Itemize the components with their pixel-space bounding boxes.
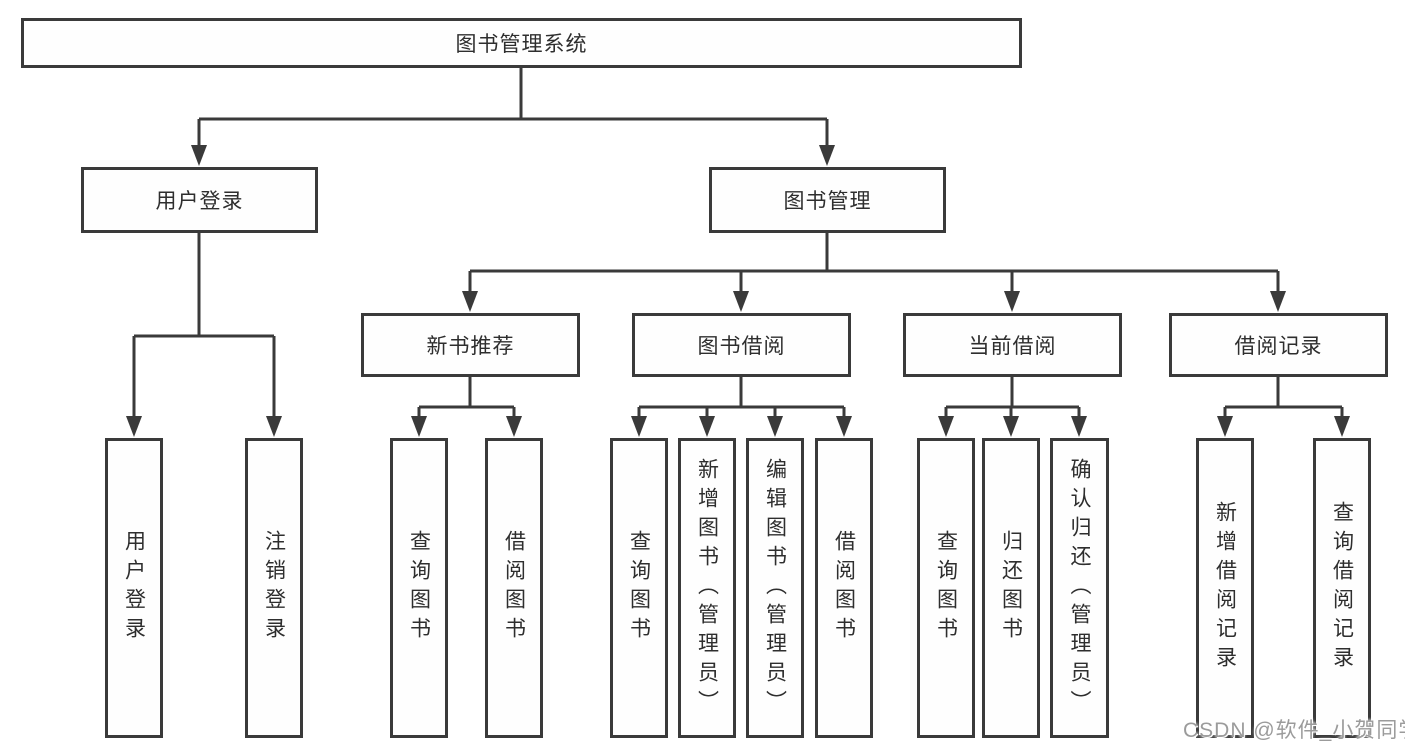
arrow-icon xyxy=(1270,291,1286,312)
arrow-icon xyxy=(1334,416,1350,437)
arrow-icon xyxy=(191,145,207,166)
node-label: 用户登录 xyxy=(155,190,244,213)
arrow-icon xyxy=(836,416,852,437)
leaf-add-books-admin: 新增图书（管理员） xyxy=(678,438,736,738)
node-label: 图书管理 xyxy=(783,190,872,213)
leaf-label: 查询图书 xyxy=(934,530,958,646)
node-label: 新书推荐 xyxy=(426,335,515,358)
leaf-label: 用户登录 xyxy=(122,530,146,646)
arrow-icon xyxy=(631,416,647,437)
leaf-query-books-borrowing: 查询图书 xyxy=(610,438,668,738)
tree-edges xyxy=(132,68,1344,433)
leaf-label: 新增图书（管理员） xyxy=(695,457,719,719)
arrow-icon xyxy=(506,416,522,437)
leaf-label: 确认归还（管理员） xyxy=(1068,457,1091,719)
node-current-borrowing: 当前借阅 xyxy=(903,313,1122,377)
leaf-user-login: 用户登录 xyxy=(105,438,163,738)
leaf-label: 查询图书 xyxy=(627,530,651,646)
arrow-icon xyxy=(462,291,478,312)
node-label: 当前借阅 xyxy=(968,335,1057,358)
leaf-borrow-books: 借阅图书 xyxy=(815,438,873,738)
leaf-edit-books-admin: 编辑图书（管理员） xyxy=(746,438,804,738)
leaf-query-books-recommend: 查询图书 xyxy=(390,438,448,738)
leaf-label: 归还图书 xyxy=(999,530,1023,646)
arrow-icon xyxy=(938,416,954,437)
leaf-confirm-return-admin: 确认归还（管理员） xyxy=(1050,438,1109,738)
node-new-book-recommend: 新书推荐 xyxy=(361,313,580,377)
arrow-icon xyxy=(1004,291,1020,312)
leaf-label: 查询借阅记录 xyxy=(1330,501,1354,675)
leaf-label: 借阅图书 xyxy=(832,530,856,646)
arrow-icon xyxy=(733,291,749,312)
leaf-label: 新增借阅记录 xyxy=(1213,501,1237,675)
arrow-icon xyxy=(1071,416,1087,437)
leaf-query-books-current: 查询图书 xyxy=(917,438,975,738)
arrow-icon xyxy=(411,416,427,437)
node-book-borrowing: 图书借阅 xyxy=(632,313,851,377)
leaf-label: 编辑图书（管理员） xyxy=(763,457,787,719)
arrow-icon xyxy=(819,145,835,166)
arrow-icon xyxy=(126,416,142,437)
arrow-icon xyxy=(266,416,282,437)
csdn-watermark: CSDN @软件_小贺同学 xyxy=(1183,719,1405,742)
leaf-label: 查询图书 xyxy=(407,530,431,646)
arrow-icon xyxy=(767,416,783,437)
node-borrowing-records: 借阅记录 xyxy=(1169,313,1388,377)
leaf-label: 借阅图书 xyxy=(502,530,526,646)
leaf-return-books: 归还图书 xyxy=(982,438,1040,738)
arrow-icon xyxy=(1217,416,1233,437)
arrow-icon xyxy=(1003,416,1019,437)
arrow-icon xyxy=(699,416,715,437)
node-library-management-system: 图书管理系统 xyxy=(21,18,1022,68)
leaf-query-borrow-record: 查询借阅记录 xyxy=(1313,438,1371,738)
leaf-logout-login: 注销登录 xyxy=(245,438,303,738)
leaf-label: 注销登录 xyxy=(262,530,286,646)
node-label: 借阅记录 xyxy=(1234,335,1323,358)
leaf-add-borrow-record: 新增借阅记录 xyxy=(1196,438,1254,738)
node-user-login: 用户登录 xyxy=(81,167,318,233)
leaf-borrow-books-recommend: 借阅图书 xyxy=(485,438,543,738)
node-label: 图书借阅 xyxy=(697,335,786,358)
node-label: 图书管理系统 xyxy=(455,33,588,56)
node-book-management: 图书管理 xyxy=(709,167,946,233)
